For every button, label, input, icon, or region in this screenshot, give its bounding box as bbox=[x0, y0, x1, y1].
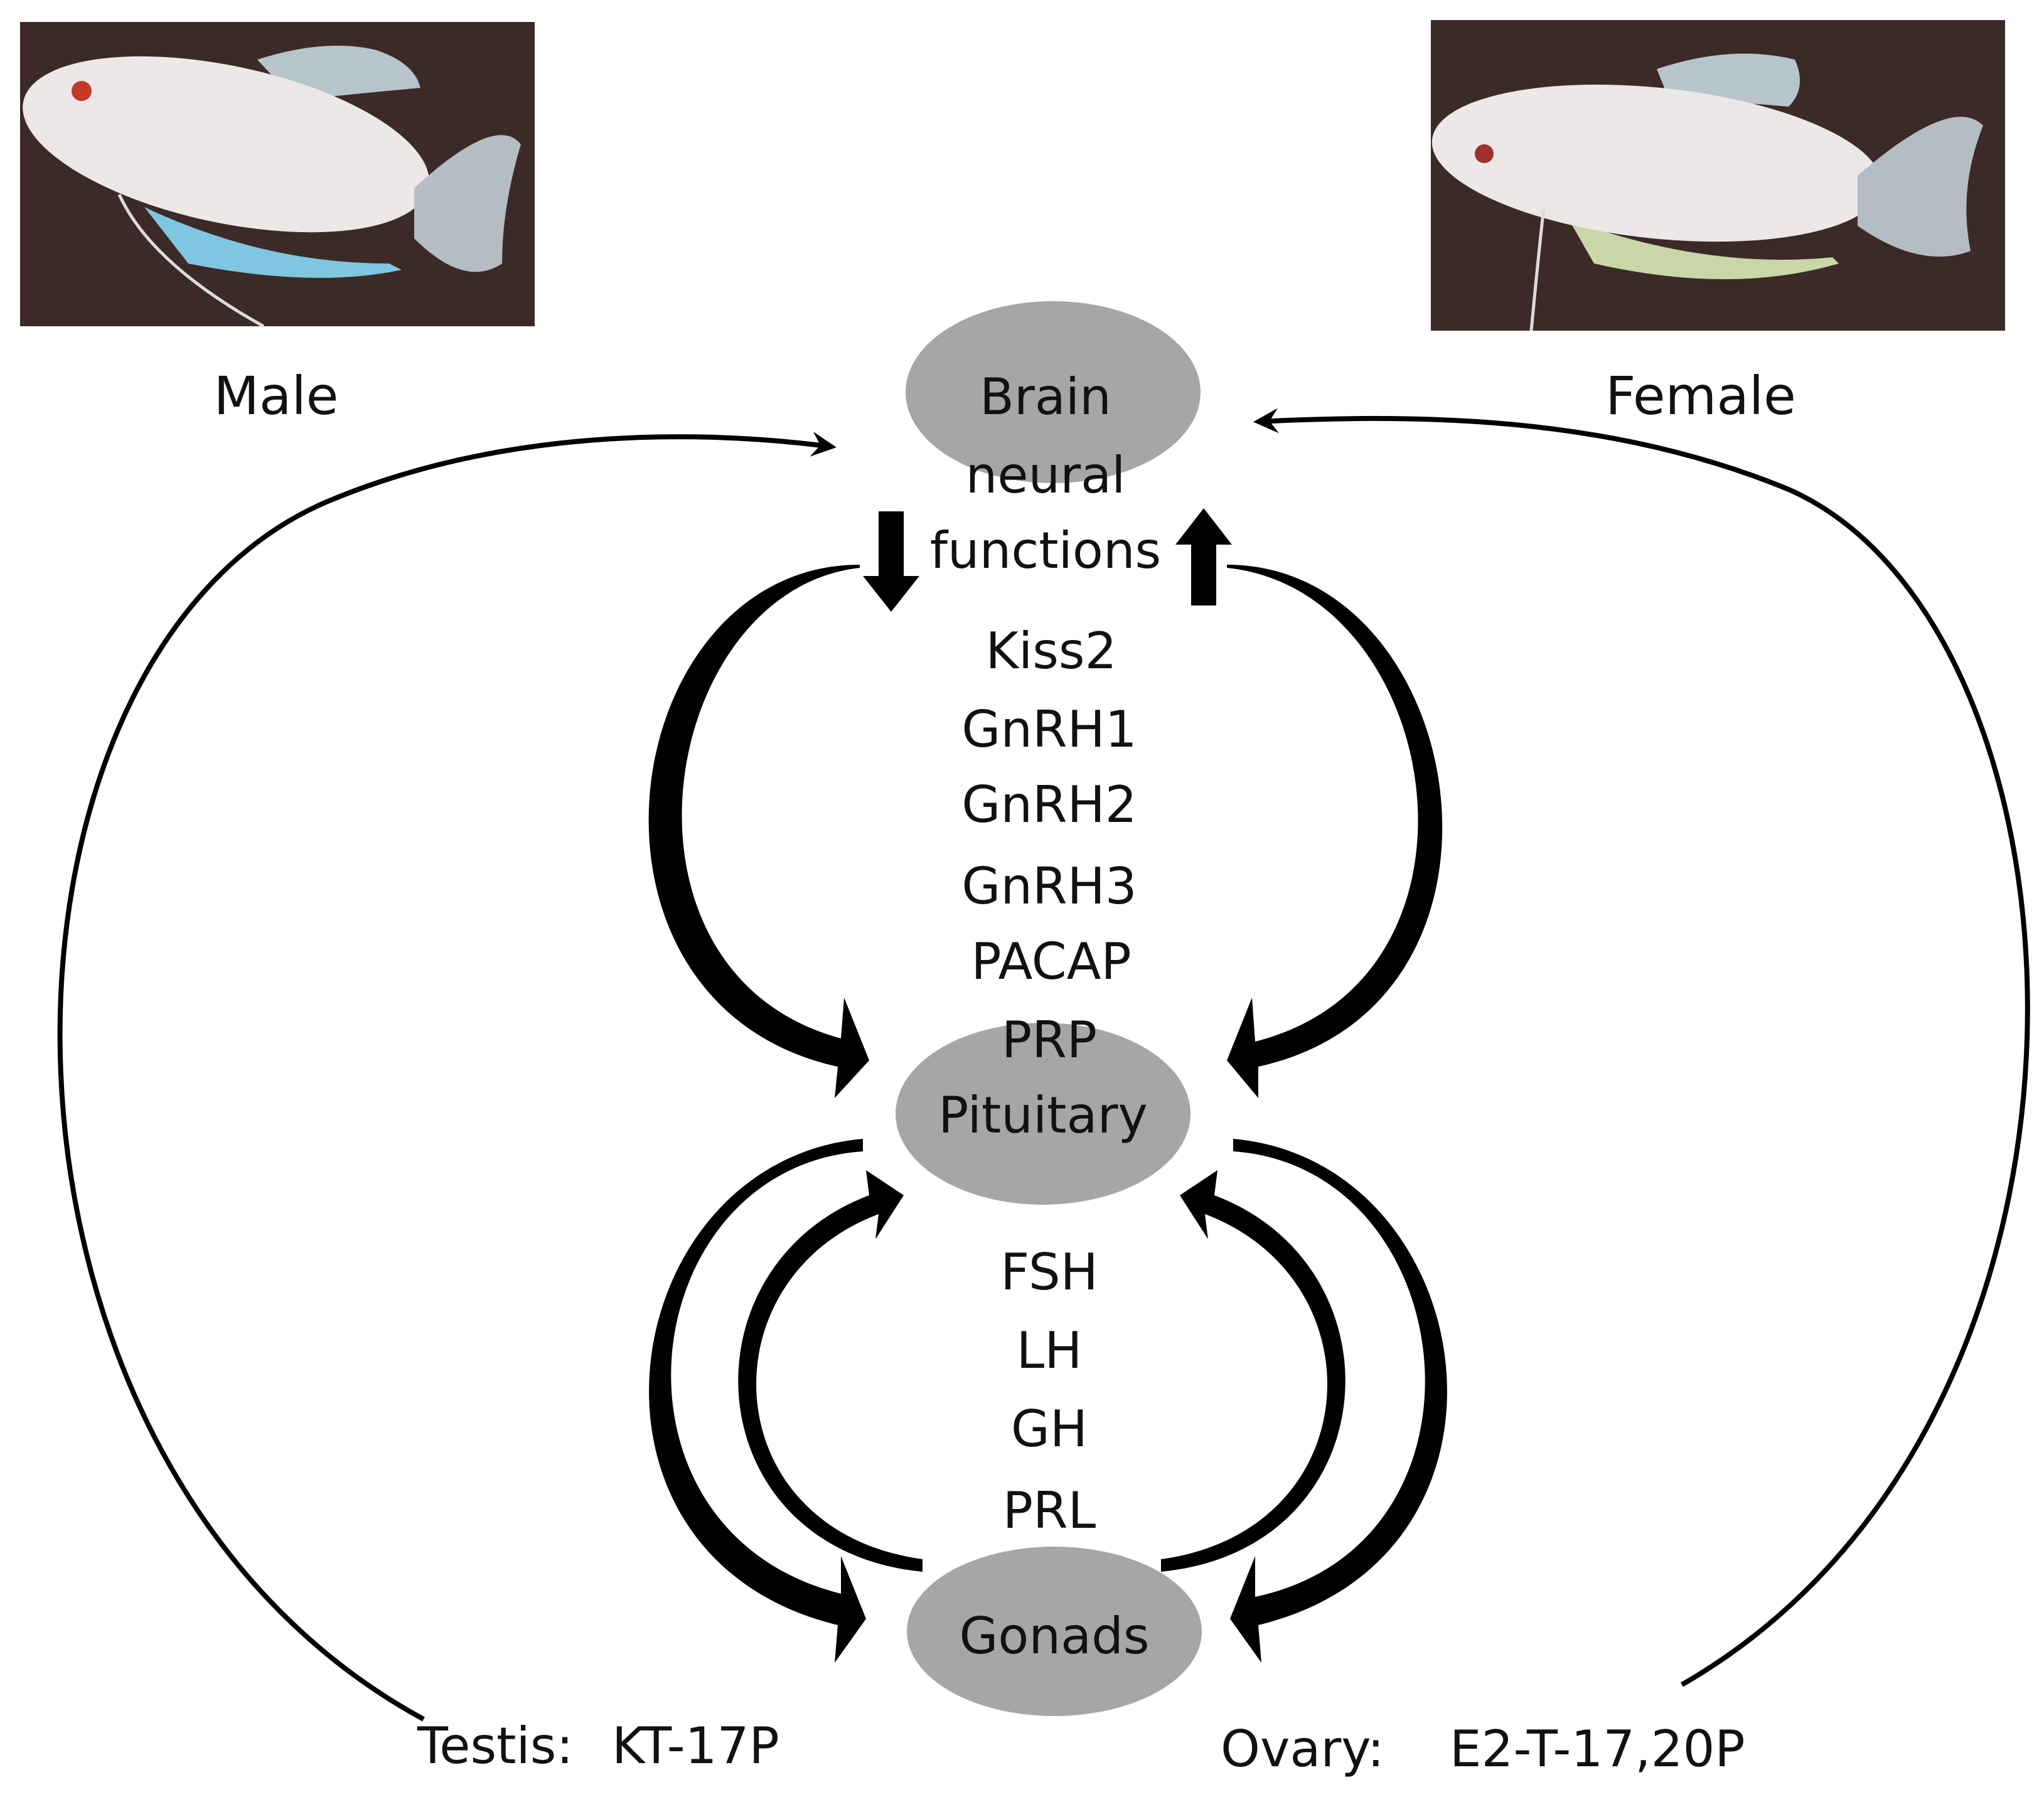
hormone-pacap: PACAP bbox=[971, 932, 1131, 991]
hormone-gh: GH bbox=[1011, 1400, 1088, 1458]
female-tail-fin bbox=[1858, 117, 1983, 257]
pituitary-to-gonads-right-arrow bbox=[1230, 1139, 1447, 1663]
female-eye bbox=[1475, 144, 1494, 163]
brain-to-pituitary-left-arrow bbox=[648, 565, 869, 1098]
female-label: Female bbox=[1605, 365, 1796, 427]
testis-feedback-arc bbox=[57, 432, 837, 1722]
gonads-node bbox=[907, 1547, 1202, 1716]
brain-label-line-2: neural bbox=[966, 446, 1126, 504]
testis-steroids-label: KT-17P bbox=[612, 1717, 779, 1775]
ovary-organ-label: Ovary: bbox=[1221, 1720, 1384, 1778]
pituitary-label: Pituitary bbox=[938, 1086, 1148, 1144]
brain-label-line-3: functions bbox=[930, 521, 1161, 580]
pituitary-to-gonads-left-arrow bbox=[649, 1139, 866, 1663]
hormone-gnrh3: GnRH3 bbox=[961, 857, 1137, 915]
hormone-prp: PRP bbox=[1002, 1011, 1097, 1069]
male-tail-fin bbox=[414, 135, 521, 272]
female-pelvic-filament bbox=[1529, 206, 1546, 331]
gonads-to-pituitary-left-arrow bbox=[738, 1170, 923, 1572]
hormone-fsh: FSH bbox=[1000, 1243, 1098, 1301]
male-fish-body bbox=[23, 56, 429, 233]
pituitary-node bbox=[896, 1023, 1191, 1205]
male-anal-fin bbox=[144, 207, 402, 278]
testis-organ-label: Testis: bbox=[417, 1717, 573, 1775]
hormone-gnrh2: GnRH2 bbox=[961, 776, 1137, 834]
male-label: Male bbox=[214, 365, 339, 427]
ovary-feedback-arc bbox=[1253, 408, 2030, 1687]
male-pelvic-filament bbox=[117, 193, 265, 328]
brain-down-arrow bbox=[863, 511, 919, 612]
brain-node bbox=[906, 301, 1201, 483]
hormone-kiss2: Kiss2 bbox=[986, 622, 1117, 680]
male-eye bbox=[72, 81, 92, 101]
brain-up-arrow bbox=[1175, 508, 1232, 605]
hormone-lh: LH bbox=[1017, 1321, 1083, 1380]
brain-label-line-1: Brain bbox=[980, 368, 1111, 426]
gonads-label: Gonads bbox=[959, 1607, 1149, 1665]
hormone-prl: PRL bbox=[1003, 1481, 1096, 1540]
ovary-steroids-label: E2-T-17,20P bbox=[1450, 1720, 1745, 1778]
female-fish-photo bbox=[1431, 20, 2005, 331]
female-anal-fin bbox=[1569, 220, 1839, 279]
female-fish-body bbox=[1431, 84, 1882, 242]
brain-to-pituitary-right-arrow bbox=[1227, 565, 1443, 1098]
gonads-to-pituitary-right-arrow bbox=[1161, 1170, 1346, 1572]
male-fish-photo bbox=[20, 22, 535, 328]
hormone-gnrh1: GnRH1 bbox=[961, 700, 1137, 759]
